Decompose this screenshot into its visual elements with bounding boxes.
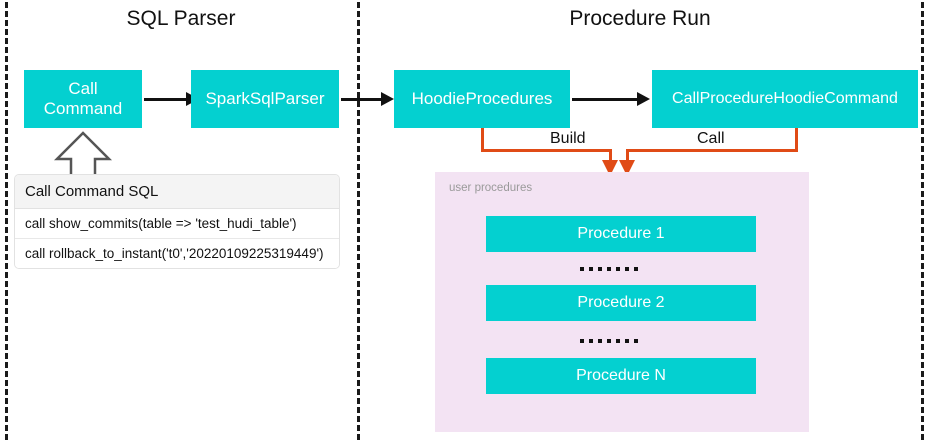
call-connector-vertical-start [795, 128, 798, 151]
node-spark-sql-parser[interactable]: SparkSqlParser [191, 70, 339, 128]
procedure-box-n[interactable]: Procedure N [486, 358, 756, 394]
section-title-sql-parser: SQL Parser [126, 7, 236, 30]
procedure-box-2[interactable]: Procedure 2 [486, 285, 756, 321]
sql-table-header: Call Command SQL [15, 175, 339, 209]
call-connector-horizontal [626, 149, 798, 152]
call-connector-vertical-end [626, 149, 629, 163]
edge-label-call: Call [692, 130, 730, 148]
user-procedures-panel-label: user procedures [449, 182, 533, 194]
arrow-spark-sql-parser-to-hoodie-procedures [341, 98, 383, 101]
node-call-command-label-line2: Command [43, 99, 123, 118]
hollow-up-arrow-icon [53, 131, 113, 178]
sql-table-row[interactable]: call show_commits(table => 'test_hudi_ta… [15, 209, 339, 239]
arrow-head-to-hoodie-procedures [381, 92, 394, 106]
arrow-hoodie-procedures-to-call-procedure-command [572, 98, 638, 101]
node-call-procedure-hoodie-command-label: CallProcedureHoodieCommand [672, 90, 898, 108]
procedure-box-1-label: Procedure 1 [577, 225, 665, 242]
procedures-separator-dots [580, 339, 638, 343]
procedure-box-1[interactable]: Procedure 1 [486, 216, 756, 252]
sql-table-row[interactable]: call rollback_to_instant('t0','202201092… [15, 239, 339, 268]
node-call-command-label-line1: Call [68, 78, 98, 98]
procedure-box-2-label: Procedure 2 [577, 294, 665, 311]
node-spark-sql-parser-label: SparkSqlParser [205, 88, 325, 108]
divider-left [5, 2, 8, 440]
build-connector-horizontal [481, 149, 612, 152]
node-hoodie-procedures-label: HoodieProcedures [411, 88, 553, 108]
arrow-call-command-to-spark-sql-parser [144, 98, 188, 101]
call-command-sql-table: Call Command SQL call show_commits(table… [14, 174, 340, 269]
node-call-command[interactable]: Call Command [24, 70, 142, 128]
edge-label-build: Build [545, 130, 591, 148]
divider-middle [357, 2, 360, 440]
divider-right [921, 2, 924, 440]
node-hoodie-procedures[interactable]: HoodieProcedures [394, 70, 570, 128]
arrow-head-to-call-procedure-command [637, 92, 650, 106]
procedure-box-n-label: Procedure N [576, 367, 666, 384]
procedures-separator-dots [580, 267, 638, 271]
node-call-procedure-hoodie-command[interactable]: CallProcedureHoodieCommand [652, 70, 918, 128]
build-connector-vertical-end [609, 149, 612, 163]
section-title-procedure-run: Procedure Run [569, 7, 711, 30]
build-connector-vertical-start [481, 128, 484, 151]
